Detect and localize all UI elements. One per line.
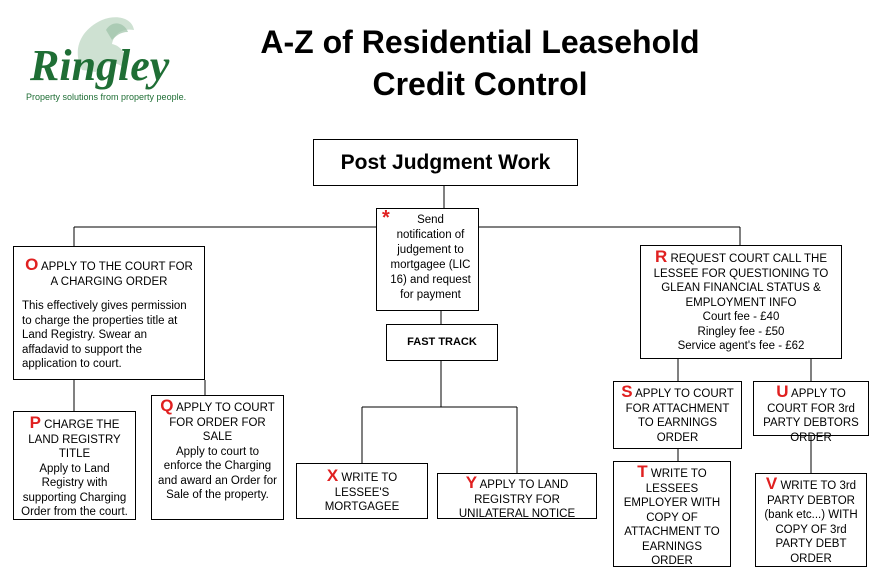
u-text: APPLY TO COURT FOR 3rd PARTY DEBTORS ORD… [763, 388, 859, 444]
box-p-charge-title: P CHARGE THE LAND REGISTRY TITLE Apply t… [13, 411, 136, 520]
y-text: APPLY TO LAND REGISTRY FOR UNILATERAL NO… [458, 479, 576, 520]
v-text: WRITE TO 3rd PARTY DEBTOR (bank etc...) … [764, 480, 858, 565]
notify-mortgagee-box: * Send notification of judgement to mort… [376, 208, 479, 311]
r-heading: REQUEST COURT CALL THE LESSEE FOR QUESTI… [653, 253, 829, 309]
o-heading-1: APPLY TO THE COURT FOR [40, 261, 193, 273]
page-title-line2: Credit Control [372, 66, 588, 102]
letter-t: T [637, 462, 648, 481]
page-title-line1: A-Z of Residential Leasehold [260, 24, 700, 60]
logo-wordmark: Ringley [30, 41, 170, 90]
letter-o: O [25, 255, 39, 274]
ringley-logo: Ringley Property solutions from property… [22, 10, 197, 110]
notify-text: Send notification of judgement to mortga… [390, 214, 471, 301]
x-text: WRITE TO LESSEE'S MORTGAGEE [324, 472, 400, 513]
box-x-write-mortgagee: X WRITE TO LESSEE'S MORTGAGEE [296, 463, 428, 519]
q-heading-2: FOR ORDER FOR SALE [169, 416, 266, 444]
letter-u: U [776, 382, 789, 401]
box-u-third-party: U APPLY TO COURT FOR 3rd PARTY DEBTORS O… [753, 381, 869, 444]
letter-s: S [621, 382, 633, 401]
box-q-order-for-sale: Q APPLY TO COURT FOR ORDER FOR SALE Appl… [151, 395, 284, 520]
letter-q: Q [160, 396, 174, 415]
r-ringley-fee: Ringley fee - £50 [697, 325, 785, 338]
p-heading: CHARGE THE LAND REGISTRY TITLE [28, 419, 121, 460]
r-agent-fee: Service agent's fee - £62 [677, 340, 805, 352]
letter-x: X [326, 466, 339, 485]
q-heading-1: APPLY TO COURT [176, 402, 275, 414]
letter-y: Y [465, 473, 478, 492]
box-v-debtor: V WRITE TO 3rd PARTY DEBTOR (bank etc...… [755, 473, 867, 567]
logo-tagline: Property solutions from property people. [26, 92, 187, 102]
asterisk-icon: * [382, 207, 390, 229]
letter-r: R [654, 247, 668, 266]
p-body: Apply to Land Registry with supporting C… [21, 462, 128, 519]
o-heading-2: A CHARGING ORDER [50, 275, 168, 288]
t-text: WRITE TO LESSEES EMPLOYER WITH COPY OF A… [623, 468, 721, 567]
box-s-attachment: S APPLY TO COURT FOR ATTACHMENT TO EARNI… [613, 381, 742, 449]
box-t-employer: T WRITE TO LESSEES EMPLOYER WITH COPY OF… [613, 461, 731, 567]
box-r-court-call: R REQUEST COURT CALL THE LESSEE FOR QUES… [640, 245, 842, 359]
box-y-unilateral-notice: Y APPLY TO LAND REGISTRY FOR UNILATERAL … [437, 473, 597, 520]
letter-v: V [765, 474, 778, 493]
box-o-charging-order: O APPLY TO THE COURT FOR A CHARGING ORDE… [13, 246, 205, 380]
griffin-icon [77, 17, 134, 72]
letter-p: P [29, 413, 41, 432]
s-text: APPLY TO COURT FOR ATTACHMENT TO EARNING… [625, 388, 734, 444]
fast-track-box: FAST TRACK [386, 324, 498, 361]
r-court-fee: Court fee - £40 [702, 311, 780, 323]
q-body: Apply to court to enforce the Charging a… [158, 445, 277, 502]
o-body: This effectively gives permission to cha… [22, 300, 187, 370]
post-judgment-box: Post Judgment Work [313, 139, 578, 186]
